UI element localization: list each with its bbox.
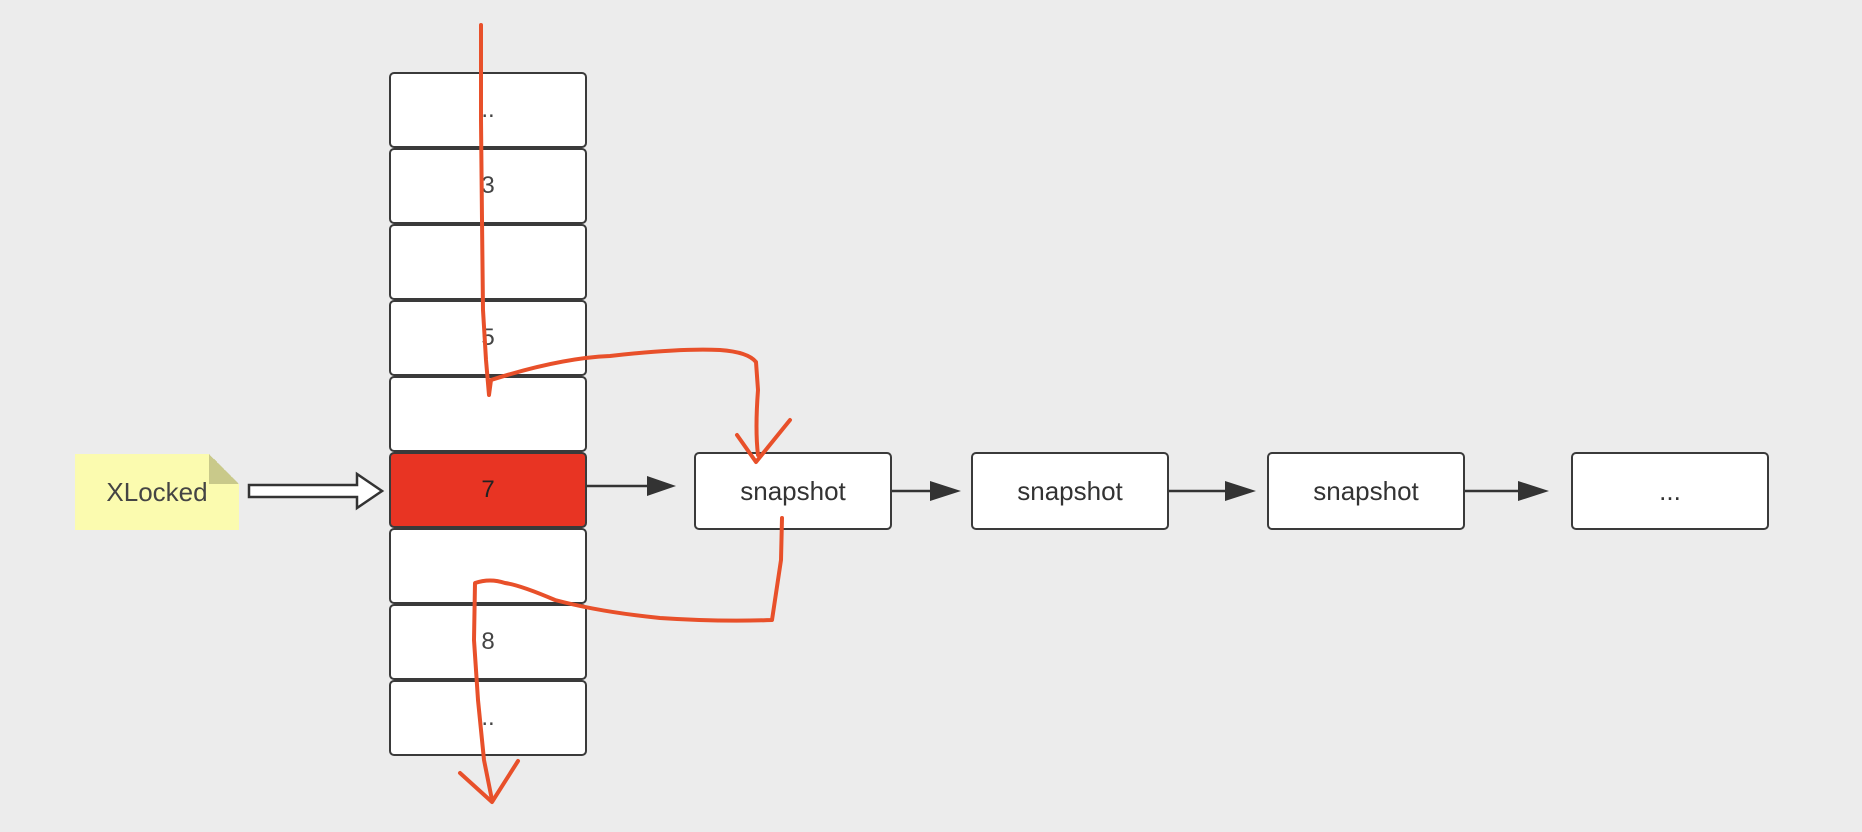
snapshot-node: snapshot	[1267, 452, 1465, 530]
hash-slot-label: ..	[481, 96, 495, 123]
hash-slot	[389, 528, 587, 604]
hash-slot-label: 3	[481, 172, 495, 199]
hash-slot-label: 8	[481, 628, 495, 655]
chain-arrowhead	[930, 481, 961, 501]
chain-ellipsis-node: ...	[1571, 452, 1769, 530]
snapshot-label: snapshot	[740, 475, 846, 506]
chain-arrowhead	[1518, 481, 1549, 501]
hash-slot: 8	[389, 604, 587, 680]
hash-slot-label: 7	[481, 476, 495, 503]
hash-slot-label: ..	[481, 704, 495, 731]
hash-slot: ..	[389, 72, 587, 148]
hash-slot: ..	[389, 680, 587, 756]
hash-slot: 5	[389, 300, 587, 376]
hash-slot-locked: 7	[389, 452, 587, 528]
chain-arrowhead	[1225, 481, 1256, 501]
hash-slot	[389, 376, 587, 452]
chain-ellipsis-label: ...	[1659, 475, 1681, 506]
snapshot-node: snapshot	[971, 452, 1169, 530]
hollow-pointer-arrow	[247, 471, 385, 511]
xlocked-label: XLocked	[106, 476, 208, 507]
snapshot-label: snapshot	[1017, 475, 1123, 506]
note-fold-corner	[209, 454, 239, 484]
xlocked-note: XLocked	[75, 454, 239, 530]
hash-slot-stack: .. 3 5 7 8 ..	[389, 72, 587, 756]
red-down-arrowhead-stroke	[458, 759, 520, 804]
snapshot-label: snapshot	[1313, 475, 1419, 506]
hash-slot: 3	[389, 148, 587, 224]
chain-arrowhead	[647, 476, 676, 496]
hash-slot	[389, 224, 587, 300]
snapshot-node: snapshot	[694, 452, 892, 530]
hash-slot-label: 5	[481, 324, 495, 351]
